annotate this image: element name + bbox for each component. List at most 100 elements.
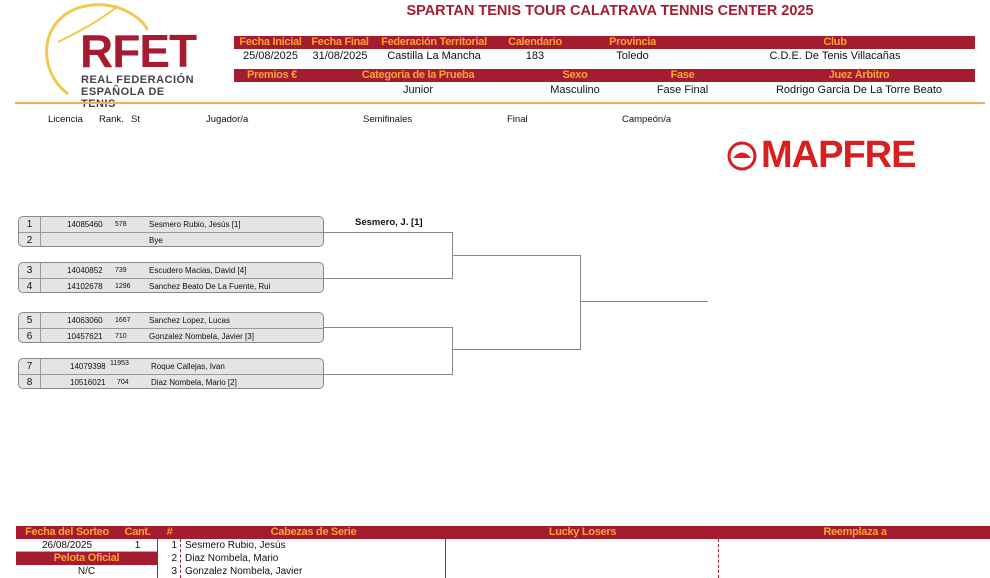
draw-number: 6 — [19, 329, 41, 342]
player-name: Sanchez Beato De La Fuente, Rui — [149, 282, 271, 291]
footer-hash-label: # — [166, 526, 173, 538]
match-box-2: 3 14040852 739 Escudero Macias, David [4] 4… — [18, 262, 324, 293]
header-federacion: Federación Territorial — [381, 36, 487, 48]
logo-line1: REAL FEDERACIÓN — [81, 74, 195, 86]
header-categoria: Categoría de la Prueba — [361, 69, 475, 81]
divider — [445, 539, 446, 578]
bracket-line — [324, 278, 452, 279]
footer-pelota-label: Pelota Oficial — [53, 552, 120, 564]
bracket-line — [580, 255, 581, 350]
bracket-line — [452, 255, 580, 256]
divider — [180, 539, 181, 578]
rank: 578 — [115, 221, 127, 228]
player-name: Roque Callejas, Ivan — [151, 362, 225, 371]
semifinal-winner-1: Sesmero, J. [1] — [355, 217, 423, 228]
bracket-line — [324, 327, 452, 328]
mapfre-emblem-icon — [727, 141, 757, 171]
draw-number: 4 — [19, 279, 41, 292]
value-categoria: Junior — [403, 84, 433, 96]
value-fase: Fase Final — [656, 84, 709, 96]
value-juez: Rodrigo Garcia De La Torre Beato — [775, 84, 943, 96]
licencia: 10457621 — [67, 332, 103, 341]
footer-reemplaza-label: Reemplaza a — [823, 526, 887, 538]
rfet-logo: RFET REAL FEDERACIÓN ESPAÑOLA DE TENIS — [38, 2, 198, 110]
player-name: Gonzalez Nombela, Javier [3] — [149, 332, 254, 341]
bracket-line — [324, 232, 452, 233]
player-name: Escudero Macias, David [4] — [149, 266, 247, 275]
draw-number: 1 — [19, 217, 41, 232]
mapfre-logo: MAPFRE — [727, 134, 969, 176]
licencia: 14102678 — [67, 282, 103, 291]
logo-line2: ESPAÑOLA DE TENIS — [81, 86, 165, 110]
seed-name: Diaz Nombela, Mario — [185, 553, 279, 564]
header-rule — [15, 102, 985, 104]
header-provincia: Provincia — [609, 36, 656, 48]
bracket-line — [324, 374, 452, 375]
footer-lucky-label: Lucky Losers — [548, 526, 617, 538]
seed-number: 2 — [171, 553, 177, 564]
bracket-line — [452, 349, 580, 350]
divider — [16, 551, 157, 552]
rank: 739 — [115, 267, 127, 274]
draw-row[interactable]: 3 14040852 739 Escudero Macias, David [4] — [19, 263, 323, 278]
licencia: 14085460 — [67, 220, 103, 229]
draw-number: 3 — [19, 263, 41, 278]
licencia: 14040852 — [67, 266, 103, 275]
header-sexo: Sexo — [562, 69, 588, 81]
rank: 11953 — [110, 360, 129, 367]
footer-fecha-sorteo: 26/08/2025 — [41, 540, 93, 551]
value-fecha-final: 31/08/2025 — [312, 50, 368, 62]
mapfre-wordmark: MAPFRE — [761, 134, 916, 176]
footer-header-bar — [16, 526, 990, 539]
footer-pelota: N/C — [77, 566, 96, 577]
rank: 1667 — [115, 317, 131, 324]
bracket-line — [580, 301, 708, 302]
value-provincia: Toledo — [616, 50, 649, 62]
bracket-line — [452, 327, 453, 375]
seed-number: 1 — [171, 540, 177, 551]
col-semifinales: Semifinales — [363, 114, 413, 125]
draw-number: 2 — [19, 233, 41, 246]
header-juez: Juez Árbitro — [828, 69, 890, 81]
col-st: St — [131, 114, 140, 125]
licencia: 14079398 — [70, 362, 106, 371]
value-federacion: Castilla La Mancha — [387, 50, 481, 62]
col-final: Final — [507, 114, 528, 125]
rank: 704 — [117, 379, 129, 386]
footer-cant: 1 — [134, 540, 141, 551]
value-sexo: Masculino — [550, 84, 600, 96]
info-header-bar-1 — [234, 36, 975, 49]
footer-fecha-sorteo-label: Fecha del Sorteo — [25, 526, 109, 538]
seed-number: 3 — [171, 566, 177, 577]
player-name: Diaz Nombela, Mario [2] — [151, 378, 237, 387]
col-campeon: Campeón/a — [622, 114, 672, 125]
header-premios: Premios € — [247, 69, 297, 81]
value-calendario: 183 — [525, 50, 545, 62]
draw-number: 5 — [19, 313, 41, 328]
draw-number: 8 — [19, 375, 41, 388]
col-licencia: Licencia — [48, 114, 83, 125]
seed-name: Sesmero Rubio, Jesús — [185, 540, 286, 551]
draw-row[interactable]: 6 10457621 710 Gonzalez Nombela, Javier [3] — [19, 328, 323, 342]
header-club: Club — [823, 36, 847, 48]
footer-cant-label: Cant. — [124, 526, 151, 538]
header-calendario: Calendario — [508, 36, 562, 48]
divider — [718, 539, 719, 578]
divider — [157, 539, 158, 578]
rank: 710 — [115, 333, 127, 340]
value-club: C.D.E. De Tenis Villacañas — [769, 50, 901, 62]
tennis-ball-arc-icon — [45, 3, 148, 96]
col-rank: Rank. — [99, 114, 124, 125]
licencia: 14063060 — [67, 316, 103, 325]
value-fecha-inicial: 25/08/2025 — [242, 50, 299, 62]
logo-main: RFET — [80, 25, 197, 77]
